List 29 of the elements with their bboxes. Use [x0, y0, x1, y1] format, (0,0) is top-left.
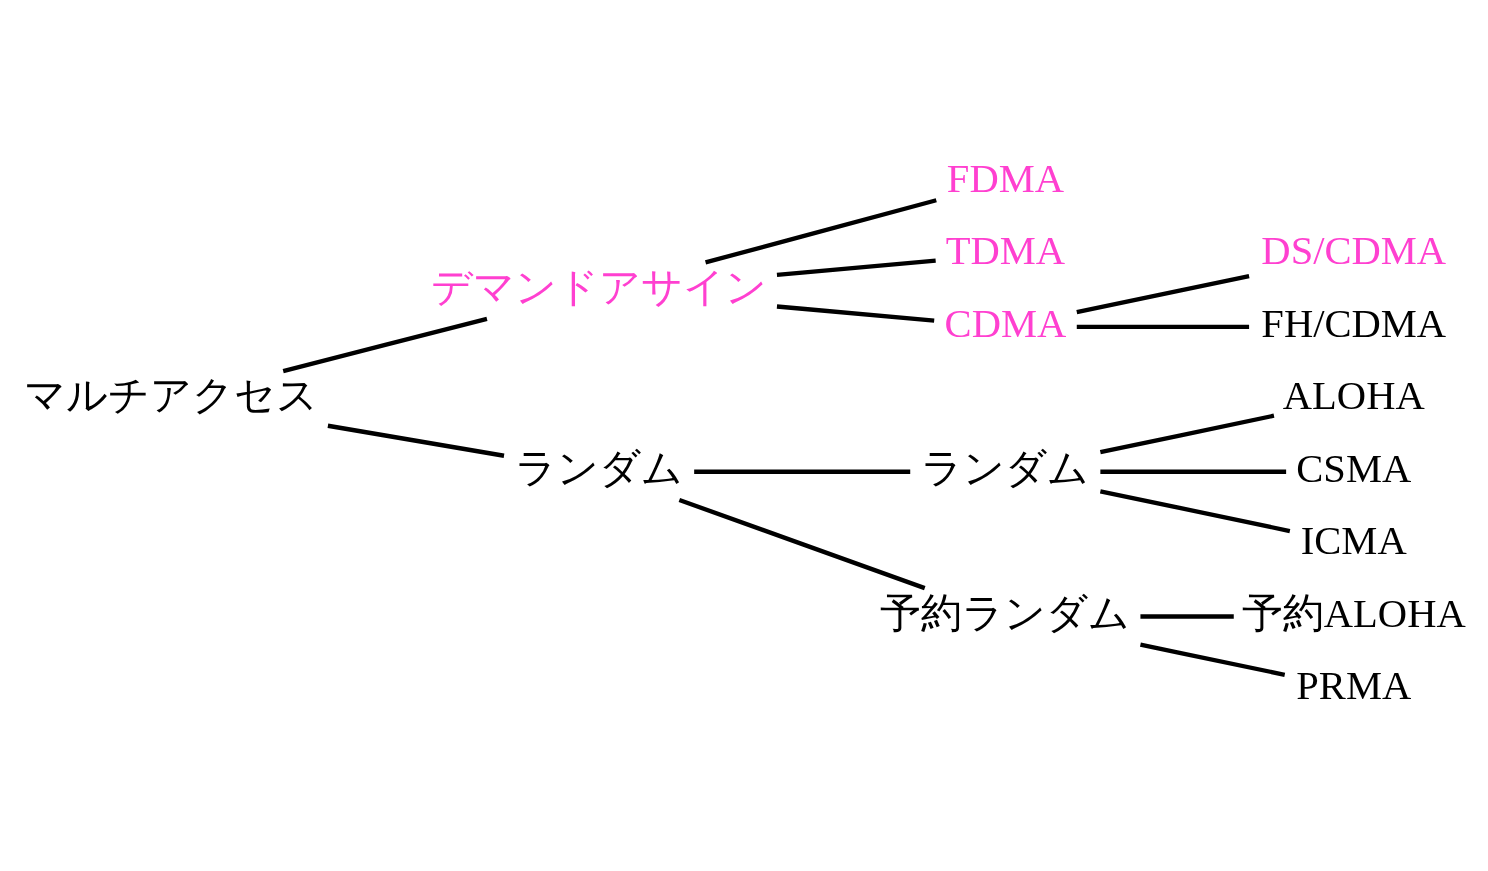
node-text: ICMA [1300, 518, 1407, 564]
node-text: 予約ランダム [880, 590, 1131, 636]
connector [705, 198, 937, 265]
connector [1100, 469, 1287, 474]
connector [776, 258, 936, 277]
connector [1140, 642, 1286, 677]
node-text: ランダム [515, 445, 684, 491]
node-text: TDMA [945, 228, 1066, 274]
node-text: CDMA [944, 300, 1067, 346]
node-text: DS/CDMA [1261, 228, 1447, 274]
connector [694, 469, 911, 474]
node-text: PRMA [1296, 662, 1412, 708]
connector [678, 497, 926, 591]
connector [282, 316, 488, 374]
connector [1140, 614, 1234, 619]
connector [1099, 413, 1275, 455]
node-text: CSMA [1296, 445, 1412, 491]
node-text: ランダム [921, 445, 1090, 491]
node-text: デマンドアサイン [431, 264, 768, 310]
connector [327, 423, 505, 458]
connector [1076, 273, 1250, 315]
node-text: マルチアクセス [24, 373, 319, 419]
connector [1099, 489, 1291, 534]
node-text: 予約ALOHA [1241, 590, 1466, 636]
connector [776, 304, 935, 323]
connector [1076, 324, 1250, 330]
node-text: ALOHA [1282, 373, 1425, 419]
node-text: FDMA [946, 156, 1065, 202]
node-text: FH/CDMA [1261, 300, 1447, 346]
